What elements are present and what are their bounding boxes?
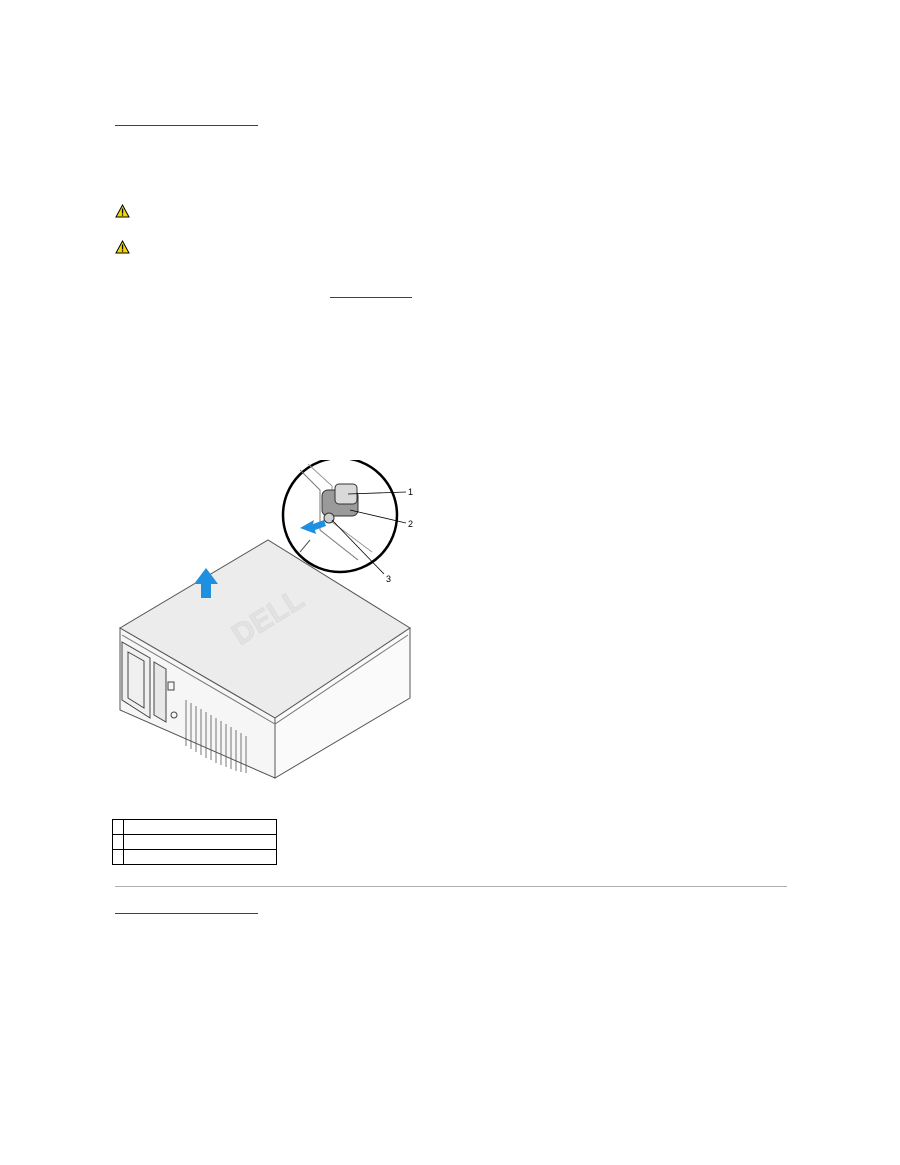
section-divider <box>115 886 787 887</box>
caution-notice <box>115 239 130 259</box>
link-underline <box>330 297 412 298</box>
callout-number-cell <box>112 834 124 850</box>
warning-icon <box>115 239 130 254</box>
callout-number: 1 <box>408 487 413 497</box>
table-row <box>112 849 277 865</box>
table-row <box>112 834 277 850</box>
warning-icon <box>115 203 130 218</box>
procedure-link[interactable] <box>330 284 412 298</box>
callout-number-cell <box>112 819 124 835</box>
lift-arrow-icon <box>194 568 218 598</box>
computer-cover-removal-illustration: DELL 1 2 3 <box>110 456 430 800</box>
computer-drawing: DELL 1 2 3 <box>119 456 413 779</box>
callout-description-cell <box>123 834 277 850</box>
caution-notice <box>115 203 130 223</box>
callout-number: 3 <box>386 574 391 584</box>
callout-description-cell <box>123 849 277 865</box>
slide-arrow-icon <box>300 520 326 534</box>
link-underline <box>115 913 258 914</box>
back-to-contents-link[interactable] <box>115 900 258 914</box>
callout-description-cell <box>123 819 277 835</box>
callout-number: 2 <box>408 519 413 529</box>
front-grille <box>185 700 247 773</box>
callout-number-cell <box>112 849 124 865</box>
link-underline <box>115 125 258 126</box>
security-cable-slot <box>323 512 335 524</box>
back-to-contents-link[interactable] <box>115 112 258 126</box>
callout-legend-table <box>112 819 277 865</box>
table-row <box>112 819 277 835</box>
